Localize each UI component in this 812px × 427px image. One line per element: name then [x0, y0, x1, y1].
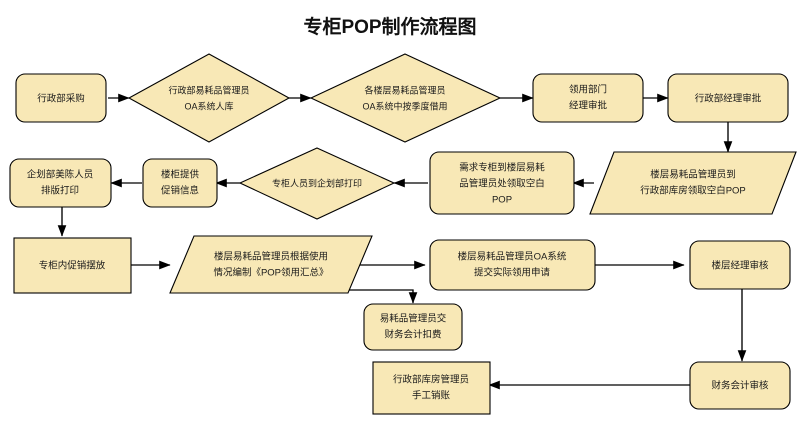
node-n1-shape[interactable] [15, 73, 107, 123]
node-n7-shape[interactable] [429, 151, 575, 215]
node-n15[interactable]: 易耗品管理员交 财务会计扣费 [363, 303, 463, 351]
node-n12-line-1: 情况编制《POP领用汇总》 [213, 267, 328, 279]
node-n7-line-0: 需求专柜到楼层易耗 [459, 162, 545, 174]
node-n1[interactable]: 行政部采购 [15, 73, 107, 123]
node-n3-shape[interactable] [309, 53, 502, 143]
node-n17[interactable]: 行政部库房管理员 手工销账 [372, 361, 491, 415]
node-n3-line-1: OA系统中按季度借用 [362, 100, 447, 111]
node-n12-line-0: 楼层易耗品管理员根据使用 [214, 251, 328, 263]
node-n8-shape[interactable] [238, 147, 396, 220]
node-n17-line-0: 行政部库房管理员 [393, 374, 469, 386]
node-n4-line-1: 经理审批 [569, 100, 608, 112]
node-n10-shape[interactable] [9, 158, 112, 208]
node-n13-line-0: 楼层易耗品管理员OA系统 [458, 251, 567, 263]
node-n17-line-1: 手工销账 [412, 390, 451, 402]
node-n12-shape[interactable] [169, 235, 373, 294]
node-n9-line-0: 楼柜提供 [161, 169, 200, 181]
node-n14-line-0: 楼层经理审核 [711, 260, 769, 272]
node-n13[interactable]: 楼层易耗品管理员OA系统 提交实际领用申请 [429, 239, 596, 291]
node-n6-line-0: 楼层易耗品管理员到 [650, 169, 736, 181]
edge-n12-n15 [343, 289, 418, 304]
node-n16[interactable]: 财务会计审核 [689, 361, 791, 410]
node-n8-line-0: 专柜人员到企划部打印 [272, 177, 362, 188]
node-n11-shape[interactable] [13, 237, 132, 294]
node-n8[interactable]: 专柜人员到企划部打印 [238, 147, 396, 220]
node-n4[interactable]: 领用部门 经理审批 [532, 73, 644, 123]
node-n11[interactable]: 专柜内促销摆放 [13, 237, 132, 294]
node-n5-shape[interactable] [667, 73, 789, 123]
node-n15-shape[interactable] [363, 303, 463, 351]
node-n10[interactable]: 企划部美陈人员 排版打印 [9, 158, 112, 208]
node-n16-line-0: 财务会计审核 [711, 380, 769, 392]
node-n17-shape[interactable] [372, 361, 491, 415]
node-n9-line-1: 促销信息 [161, 185, 199, 197]
node-n10-line-0: 企划部美陈人员 [27, 169, 94, 181]
node-n12[interactable]: 楼层易耗品管理员根据使用 情况编制《POP领用汇总》 [169, 235, 373, 294]
node-n3-line-0: 各楼层易耗品管理员 [364, 84, 445, 95]
node-n2[interactable]: 行政部易耗品管理员 OA系统人库 [127, 53, 291, 143]
node-n2-shape[interactable] [127, 53, 291, 143]
node-n7[interactable]: 需求专柜到楼层易耗 品管理员处领取空白 POP [429, 151, 575, 215]
node-n3[interactable]: 各楼层易耗品管理员 OA系统中按季度借用 [309, 53, 502, 143]
node-n6-shape[interactable] [589, 151, 797, 215]
node-n2-line-0: 行政部易耗品管理员 [168, 84, 249, 95]
node-n9[interactable]: 楼柜提供 促销信息 [142, 158, 218, 208]
node-n5-line-0: 行政部经理审批 [695, 93, 762, 105]
node-n11-line-0: 专柜内促销摆放 [39, 260, 106, 272]
node-n1-line-0: 行政部采购 [37, 93, 85, 105]
node-n5[interactable]: 行政部经理审批 [667, 73, 789, 123]
node-n13-line-1: 提交实际领用申请 [474, 267, 551, 279]
node-n13-shape[interactable] [429, 239, 596, 291]
node-n14[interactable]: 楼层经理审核 [689, 240, 791, 290]
node-n2-line-1: OA系统人库 [184, 100, 233, 111]
node-n6-line-1: 行政部库房领取空白POP [640, 185, 746, 197]
node-n7-line-2: POP [492, 195, 512, 206]
node-n16-shape[interactable] [689, 361, 791, 410]
node-n15-line-0: 易耗品管理员交 [380, 313, 447, 325]
edge-layer [57, 93, 747, 390]
node-n7-line-1: 品管理员处领取空白 [459, 178, 545, 190]
node-n14-shape[interactable] [689, 240, 791, 290]
node-n9-shape[interactable] [142, 158, 218, 208]
node-n4-line-0: 领用部门 [569, 84, 607, 96]
page-title: 专柜POP制作流程图 [303, 15, 476, 38]
node-n4-shape[interactable] [532, 73, 644, 123]
node-n15-line-1: 财务会计扣费 [384, 329, 441, 341]
node-n10-line-1: 排版打印 [41, 185, 79, 197]
node-n6[interactable]: 楼层易耗品管理员到 行政部库房领取空白POP [589, 151, 797, 215]
